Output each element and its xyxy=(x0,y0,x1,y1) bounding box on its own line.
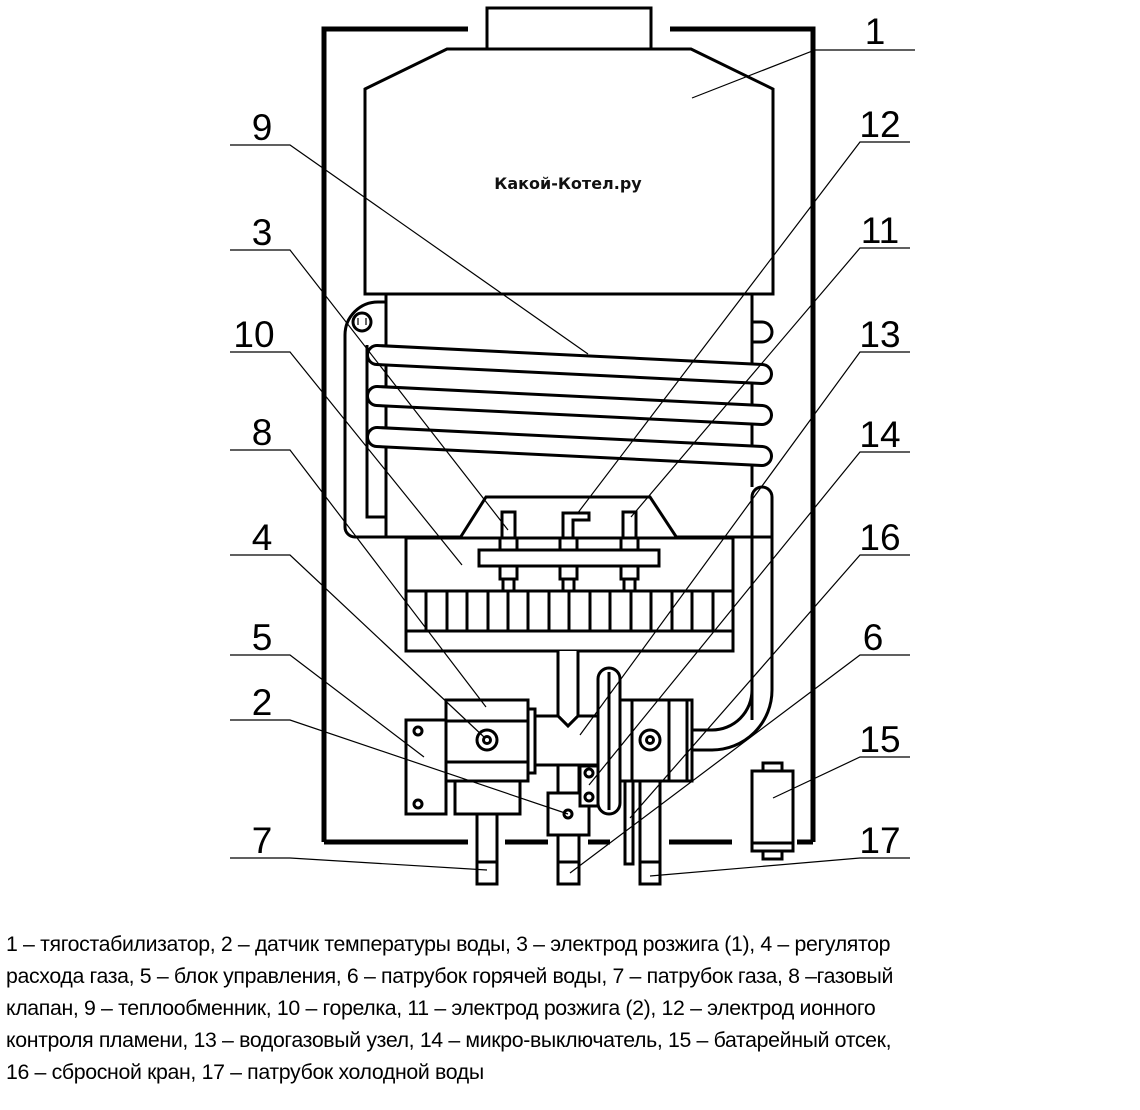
legend-caption: 1 – тягостабилизатор, 2 – датчик темпера… xyxy=(6,928,1140,1088)
legend-line: контроля пламени, 13 – водогазовый узел,… xyxy=(6,1028,892,1052)
label-8: 8 xyxy=(252,412,273,453)
electrode-bar xyxy=(477,548,661,568)
legend-line: 16 – сбросной кран, 17 – патрубок холодн… xyxy=(6,1060,484,1084)
draft-stabilizer xyxy=(363,47,775,296)
label-13: 13 xyxy=(859,314,900,355)
label-5: 5 xyxy=(252,617,273,658)
heat-exchanger xyxy=(343,294,774,752)
label-1: 1 xyxy=(865,11,886,52)
label-16: 16 xyxy=(859,517,900,558)
pressure-relief-pipe xyxy=(556,833,581,886)
legend-line: 1 – тягостабилизатор, 2 – датчик темпера… xyxy=(6,932,891,956)
gas-water-heater-diagram: Какой-Котел.ру xyxy=(230,6,915,886)
label-7: 7 xyxy=(252,820,273,861)
watermark: Какой-Котел.ру xyxy=(494,174,642,193)
chimney-outlet xyxy=(485,6,653,51)
label-15: 15 xyxy=(859,719,900,760)
water-gas-unit xyxy=(404,651,694,886)
label-6: 6 xyxy=(863,617,884,658)
burner xyxy=(365,495,773,653)
label-14: 14 xyxy=(859,414,900,455)
label-3: 3 xyxy=(252,212,273,253)
label-10: 10 xyxy=(233,314,274,355)
casing-frame xyxy=(321,26,816,845)
label-9: 9 xyxy=(252,107,273,148)
label-12: 12 xyxy=(859,104,900,145)
leader-lines xyxy=(230,49,915,877)
ignition-electrode-2 xyxy=(621,510,638,541)
legend-line: расхода газа, 5 – блок управления, 6 – п… xyxy=(6,964,894,988)
control-unit xyxy=(404,718,448,816)
gas-inlet-pipe xyxy=(475,812,499,886)
label-17: 17 xyxy=(859,820,900,861)
label-11: 11 xyxy=(861,210,899,251)
temperature-sensor-icon xyxy=(351,311,373,333)
legend-line: клапан, 9 – теплообменник, 10 – горелка,… xyxy=(6,996,876,1020)
label-2: 2 xyxy=(252,682,273,723)
label-4: 4 xyxy=(252,517,273,558)
cold-water-pipe xyxy=(638,779,662,886)
battery-compartment xyxy=(750,761,795,861)
